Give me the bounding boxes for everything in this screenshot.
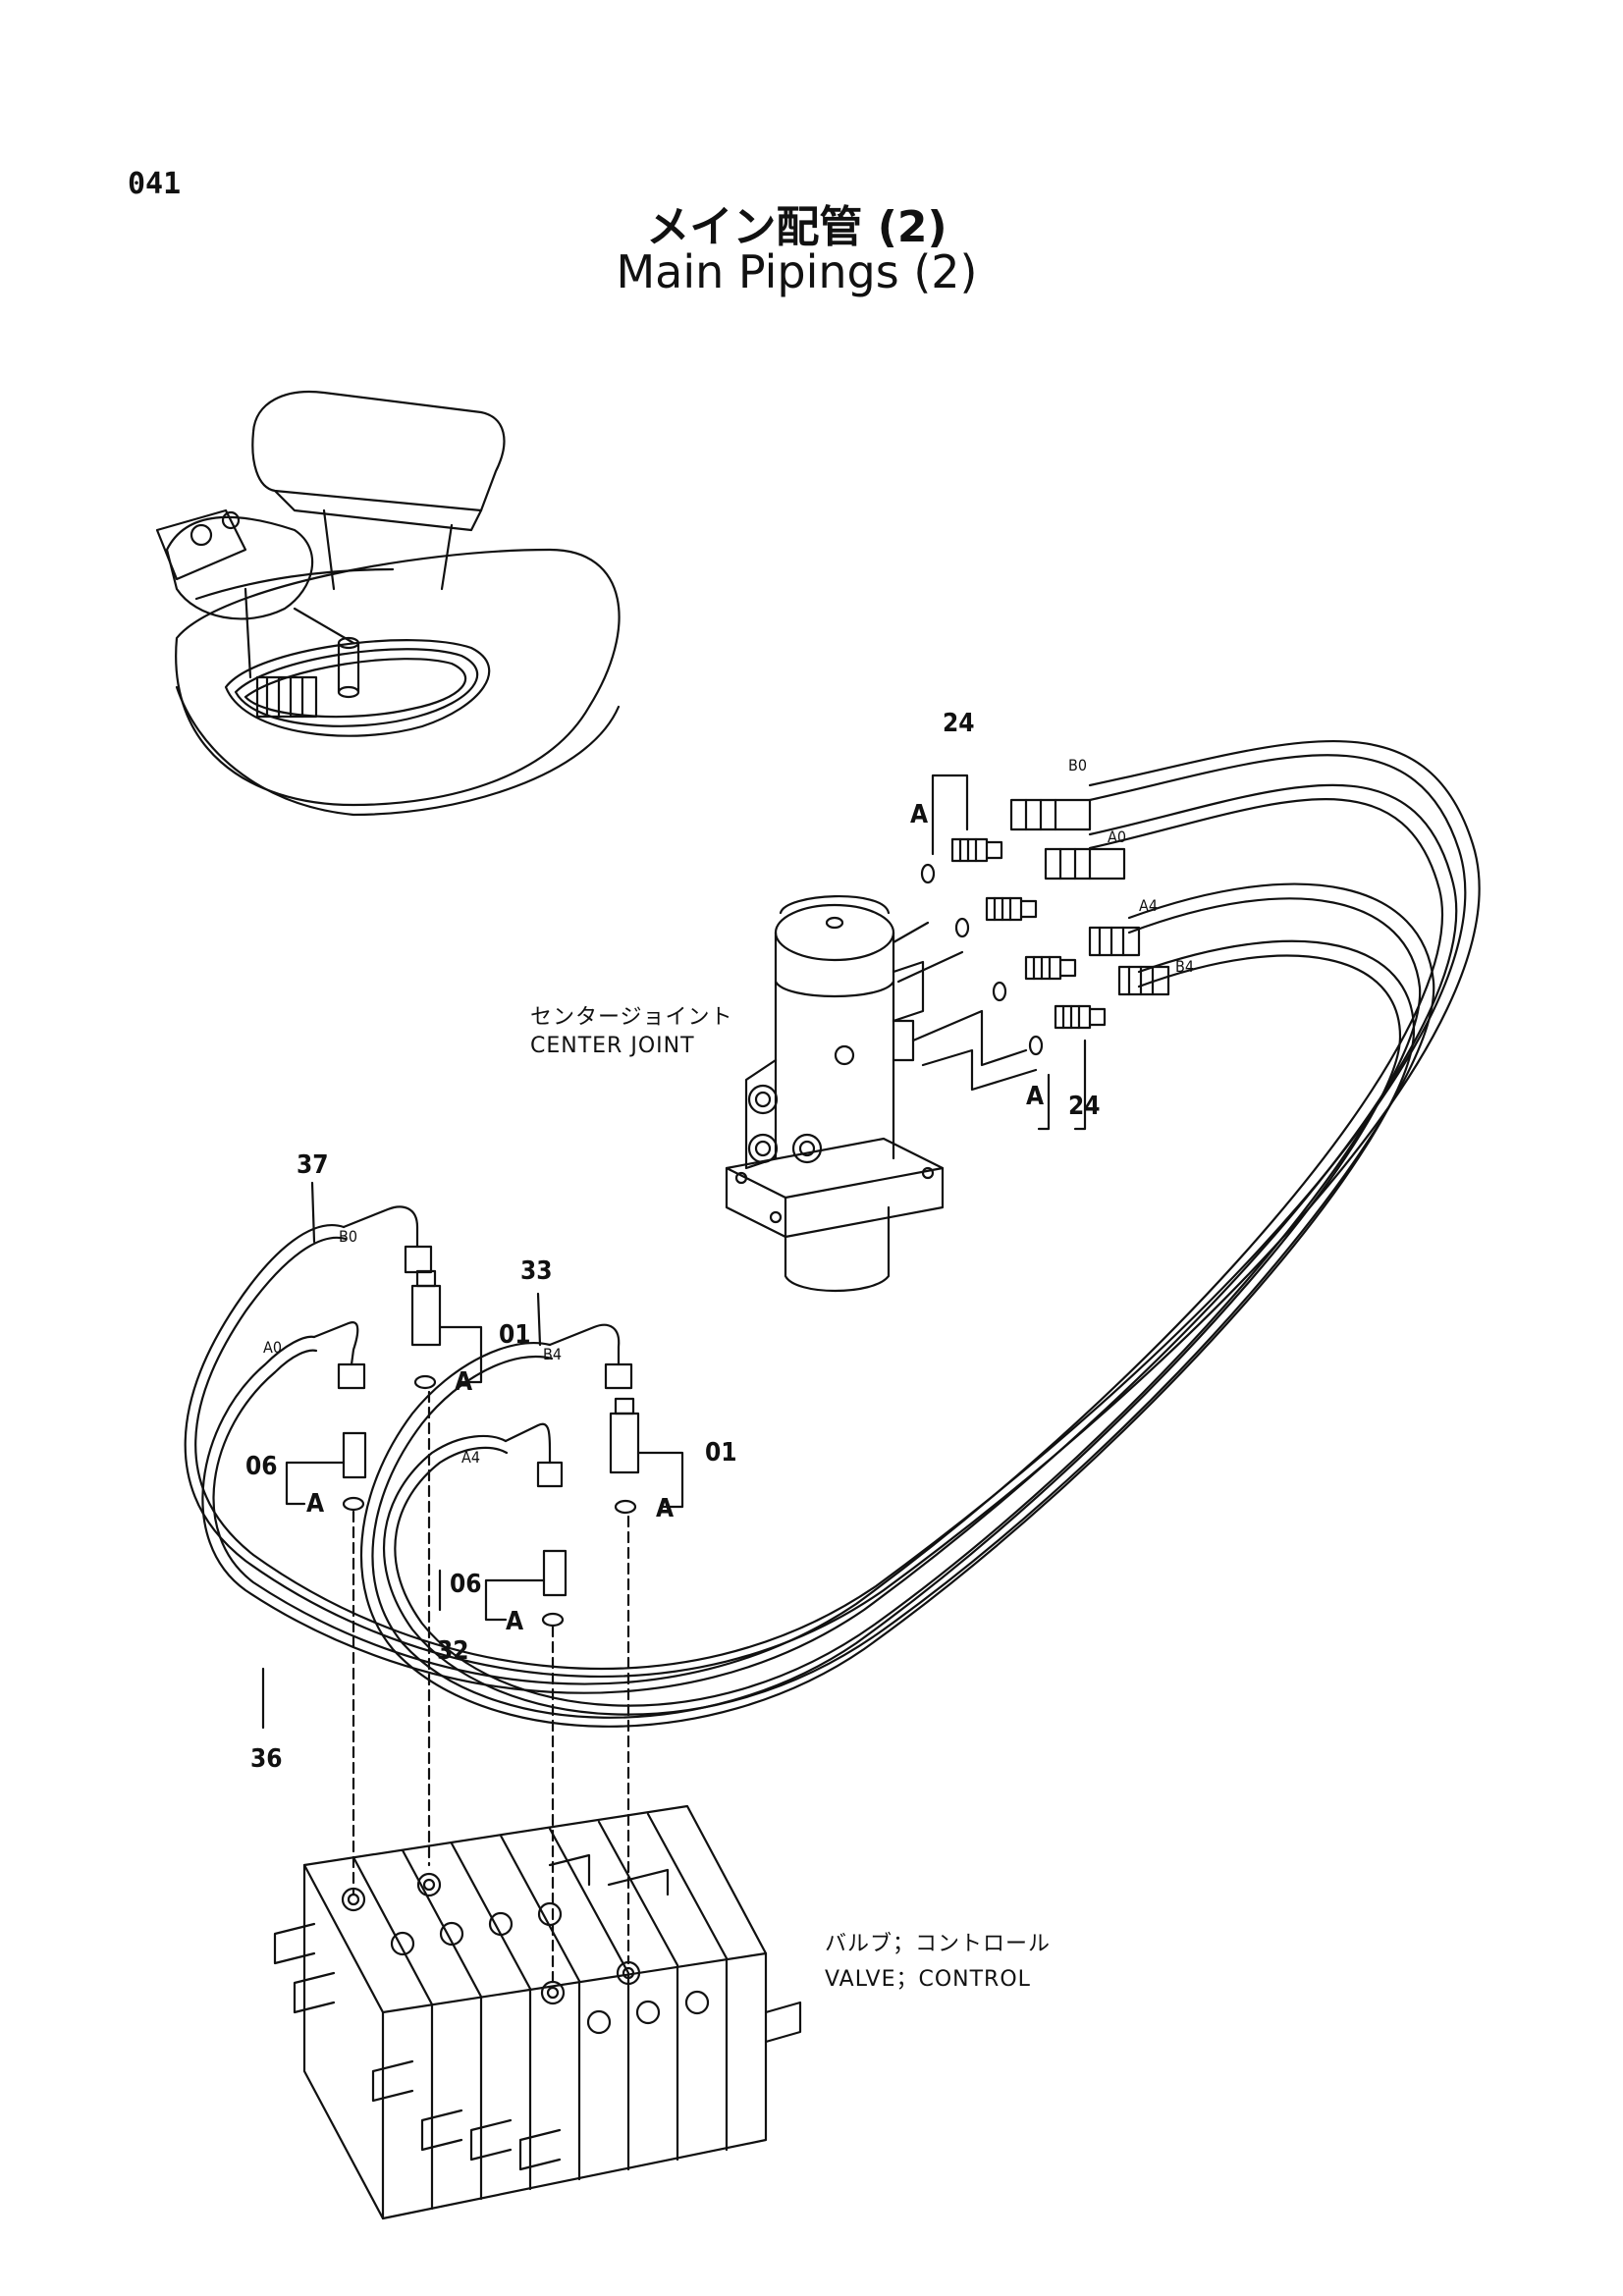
control-valve-label-english: VALVE；CONTROL: [825, 1967, 1031, 1992]
callout-01-a: 01: [499, 1320, 531, 1350]
main-hose-loops: [184, 740, 1481, 1728]
callout-a-4: A: [656, 1494, 674, 1523]
control-valve-fittings: [261, 1181, 684, 1985]
callout-a-3: A: [455, 1367, 472, 1397]
port-label-cj-a4: A4: [1139, 896, 1158, 915]
port-label-cv-a0: A0: [263, 1338, 282, 1357]
callout-01-b: 01: [705, 1438, 737, 1468]
callout-numbers: 24 24 37 33 32 36 01 01 06 06 A A A A A …: [245, 709, 1101, 1774]
callout-37: 37: [297, 1150, 329, 1180]
callout-06-b: 06: [450, 1570, 482, 1599]
page-number: 041: [128, 167, 182, 201]
callout-a-2: A: [1026, 1082, 1044, 1111]
callout-a-5: A: [306, 1489, 324, 1519]
page-title-english: Main Pipings (2): [616, 245, 978, 298]
port-label-cv-a4: A4: [461, 1448, 480, 1467]
callout-06-a: 06: [245, 1452, 278, 1481]
page-title-japanese: メイン配管 (2): [646, 202, 947, 252]
port-labels: B0 A0 A4 B4 B0 A0 B4 A4: [263, 756, 1194, 1467]
control-valve-label-japanese: バルブ；コントロール: [825, 1932, 1052, 1956]
port-label-cj-a0: A0: [1108, 828, 1126, 846]
callout-32: 32: [437, 1636, 469, 1666]
callout-a-1: A: [910, 800, 928, 829]
port-label-cj-b4: B4: [1175, 957, 1194, 976]
center-joint-label-japanese: センタージョイント: [530, 1005, 733, 1030]
callout-24-bottom: 24: [1068, 1092, 1101, 1121]
port-label-cj-b0: B0: [1068, 756, 1087, 774]
port-label-cv-b4: B4: [543, 1345, 562, 1363]
center-joint-label-english: CENTER JOINT: [530, 1034, 695, 1058]
center-joint-illustration: [725, 774, 1170, 1293]
callout-33: 33: [520, 1256, 553, 1286]
callout-a-6: A: [506, 1607, 523, 1636]
port-label-cv-b0: B0: [339, 1227, 357, 1246]
control-valve-illustration: [273, 1804, 802, 2220]
callout-24-top: 24: [943, 709, 975, 738]
callout-36: 36: [250, 1744, 283, 1774]
machine-overview-illustration: [155, 391, 621, 817]
